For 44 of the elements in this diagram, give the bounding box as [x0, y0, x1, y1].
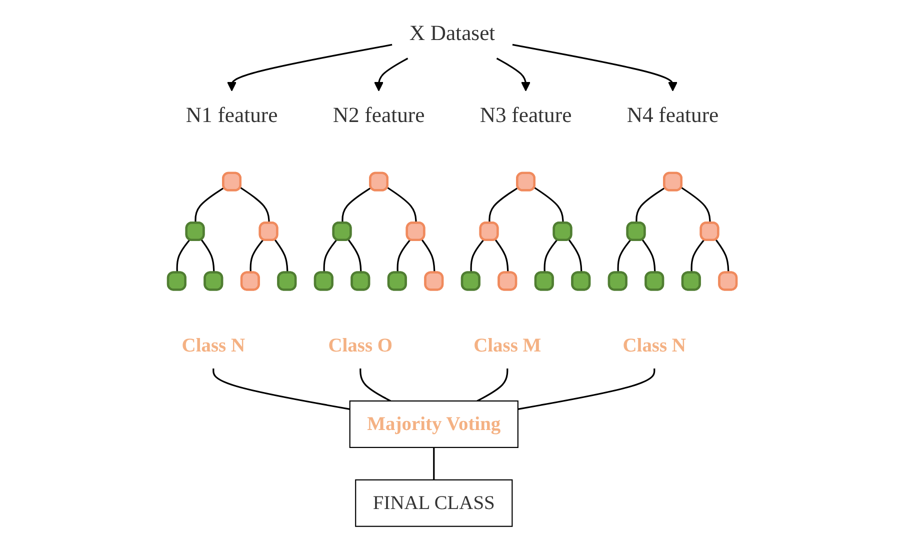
- connector: [690, 239, 705, 273]
- connector: [642, 239, 656, 273]
- connector: [250, 239, 264, 273]
- connector: [274, 239, 288, 273]
- node-text: N4 feature: [626, 104, 719, 128]
- connector: [636, 186, 666, 224]
- connector: [715, 239, 730, 273]
- node-text: N1 feature: [186, 104, 278, 128]
- arrow: [512, 44, 678, 92]
- connector: [433, 447, 435, 480]
- connector: [342, 186, 372, 224]
- connector: [323, 239, 338, 273]
- connector: [488, 186, 519, 224]
- node-text: X Dataset: [409, 22, 496, 46]
- connector: [200, 239, 215, 273]
- node-text: Class N: [182, 334, 246, 356]
- node-text: N2 feature: [332, 104, 425, 128]
- connector: [348, 239, 362, 273]
- node-text: Class M: [474, 334, 542, 356]
- connector: [518, 368, 656, 410]
- node-box: FINAL CLASS: [355, 479, 513, 527]
- arrow: [374, 58, 408, 92]
- connector: [470, 239, 484, 273]
- connector: [360, 368, 391, 402]
- connector: [617, 239, 632, 273]
- connector: [240, 186, 270, 224]
- connector: [176, 239, 190, 273]
- node-box: Majority Voting: [349, 400, 518, 448]
- connector: [387, 186, 417, 224]
- node-text: N3 feature: [480, 104, 572, 128]
- arrow: [227, 44, 392, 92]
- connector: [194, 186, 225, 224]
- connector: [534, 186, 564, 224]
- node-text: Class O: [328, 334, 393, 356]
- node-text: Class N: [622, 334, 686, 356]
- arrow: [496, 58, 530, 92]
- connector: [212, 368, 350, 410]
- connector: [544, 239, 558, 273]
- connector: [421, 239, 436, 273]
- connector: [396, 239, 411, 273]
- connector: [568, 239, 582, 273]
- connector: [680, 186, 711, 224]
- connector: [476, 368, 508, 402]
- connector: [494, 239, 509, 273]
